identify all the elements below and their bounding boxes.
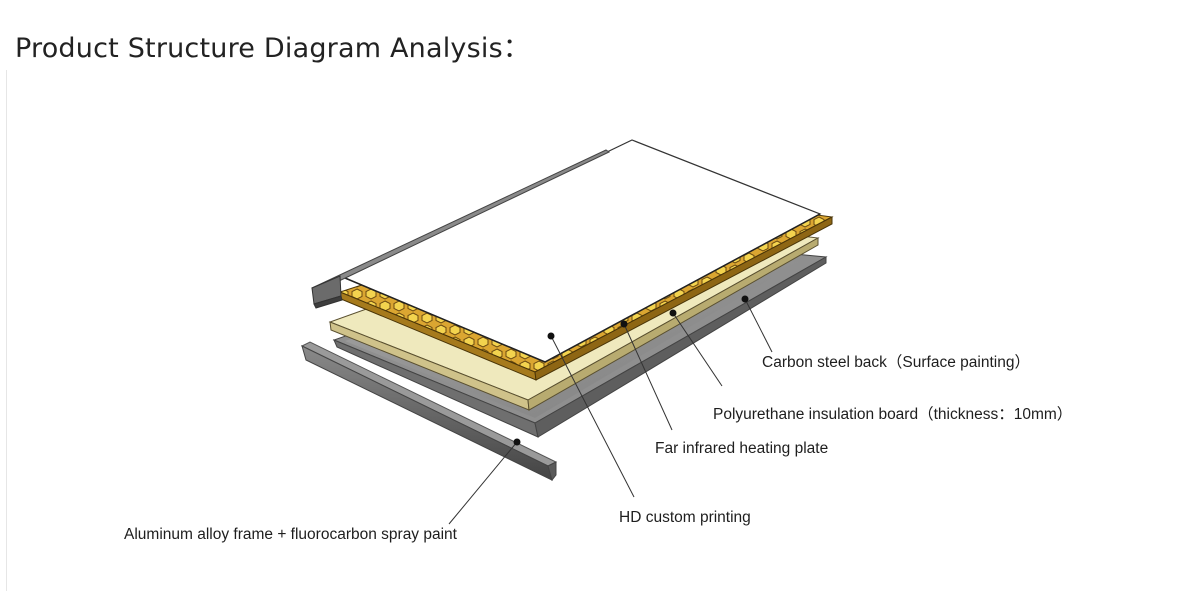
page-title: Product Structure Diagram Analysis：	[15, 33, 531, 64]
dot-far-infrared	[620, 320, 628, 328]
leader-line-hd-printing	[550, 335, 635, 498]
dot-carbon-steel	[741, 295, 749, 303]
label-carbon-steel-back: Carbon steel back（Surface painting）	[762, 354, 1030, 371]
leader-line-carbon-steel	[744, 298, 773, 353]
dot-polyurethane	[669, 309, 677, 317]
frame-rail-bottom	[300, 341, 558, 482]
dot-hd-printing	[547, 332, 555, 340]
leader-dots	[513, 295, 749, 446]
label-hd-printing: HD custom printing	[619, 509, 751, 526]
leader-line-aluminum-frame	[448, 441, 518, 525]
dot-aluminum-frame	[513, 438, 521, 446]
leader-line-polyurethane	[672, 312, 723, 387]
frame-rail-top	[311, 149, 611, 309]
label-polyurethane-board: Polyurethane insulation board（thickness：…	[713, 406, 1072, 423]
leader-line-far-infrared	[623, 323, 673, 431]
label-far-infrared-plate: Far infrared heating plate	[655, 440, 828, 457]
leader-lines	[448, 298, 773, 525]
label-aluminum-frame: Aluminum alloy frame + fluorocarbon spra…	[124, 526, 458, 543]
